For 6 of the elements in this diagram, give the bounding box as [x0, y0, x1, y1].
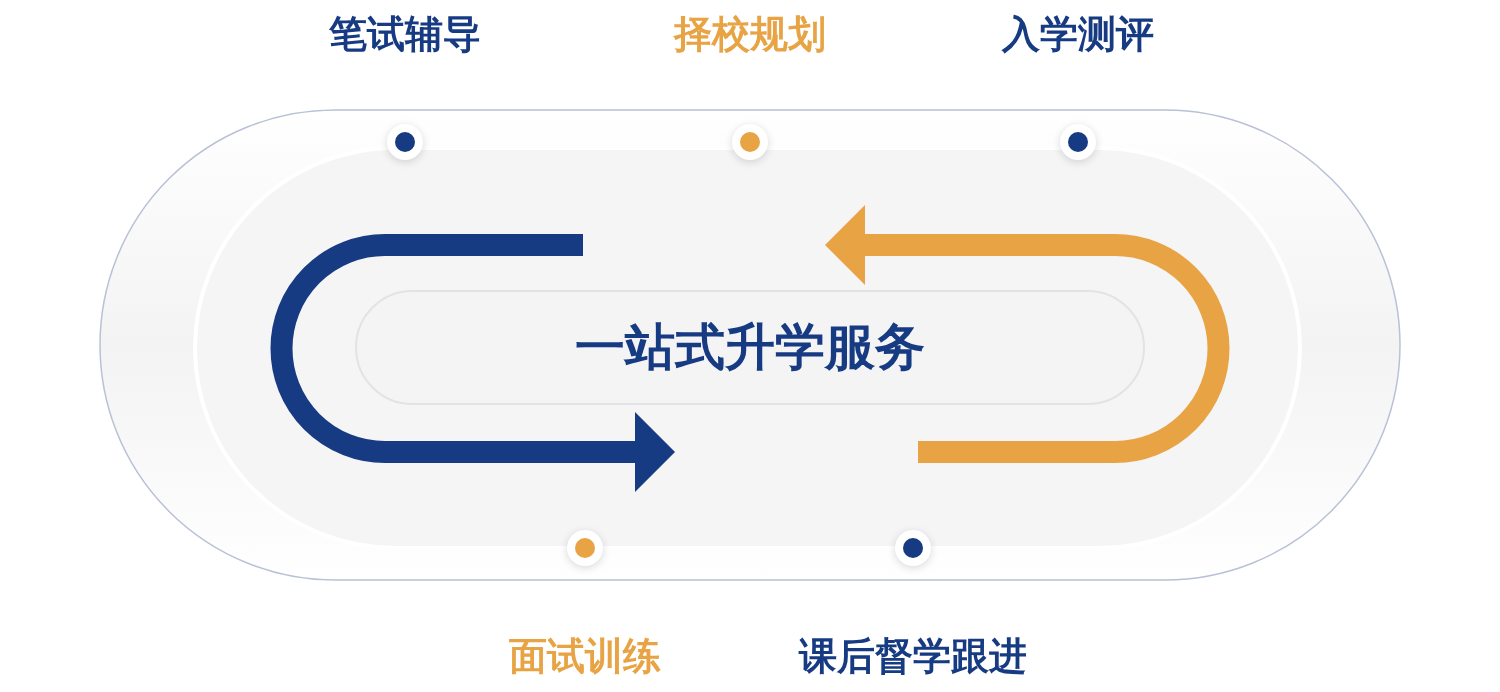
step-label: 笔试辅导	[329, 11, 481, 58]
center-title: 一站式升学服务	[575, 317, 925, 378]
step-label: 择校规划	[674, 11, 826, 58]
step-label: 课后督学跟进	[799, 633, 1027, 680]
step-label: 面试训练	[509, 633, 661, 680]
step-label: 入学测评	[1002, 11, 1154, 58]
